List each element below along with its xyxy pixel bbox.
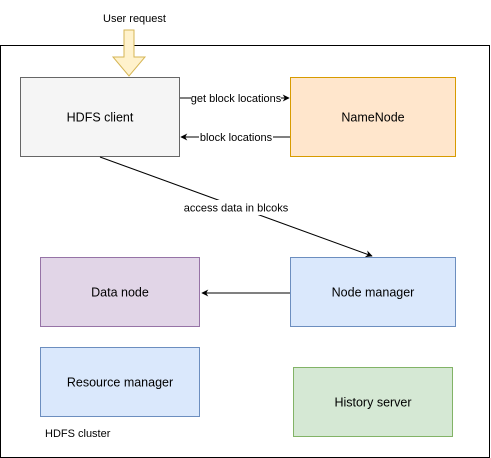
cluster-label: HDFS cluster <box>45 428 111 440</box>
namenode-label: NameNode <box>341 111 404 125</box>
edge-access-data-label: access data in blcoks <box>184 203 289 215</box>
node-resource-manager[interactable]: Resource manager <box>40 347 200 417</box>
namenode-box <box>290 77 456 157</box>
node-history-server[interactable]: History server <box>293 367 453 437</box>
node-hdfs-client[interactable]: HDFS client <box>20 77 180 157</box>
hdfs-client-box <box>20 77 180 157</box>
edge-get-block-locations-label-bg <box>191 91 281 105</box>
history-server-label: History server <box>334 396 411 410</box>
user-request-arrow <box>111 29 147 77</box>
node-node-manager[interactable]: Node manager <box>290 257 456 327</box>
data-node-label: Data node <box>91 286 149 300</box>
user-request-label: User request <box>103 13 166 25</box>
edge-get-block-locations-label: get block locations <box>191 93 282 105</box>
node-manager-box <box>290 257 456 327</box>
resource-manager-label: Resource manager <box>67 376 173 390</box>
data-node-box <box>40 257 200 327</box>
node-namenode[interactable]: NameNode <box>290 77 456 157</box>
hdfs-client-label: HDFS client <box>67 111 134 125</box>
node-data-node[interactable]: Data node <box>40 257 200 327</box>
edge-block-locations-label-bg <box>199 130 273 144</box>
resource-manager-box <box>40 347 200 417</box>
edge-access-data-label-bg <box>182 200 290 215</box>
node-manager-label: Node manager <box>332 286 415 300</box>
edge-block-locations-label: block locations <box>200 132 273 144</box>
history-server-box <box>293 367 453 437</box>
